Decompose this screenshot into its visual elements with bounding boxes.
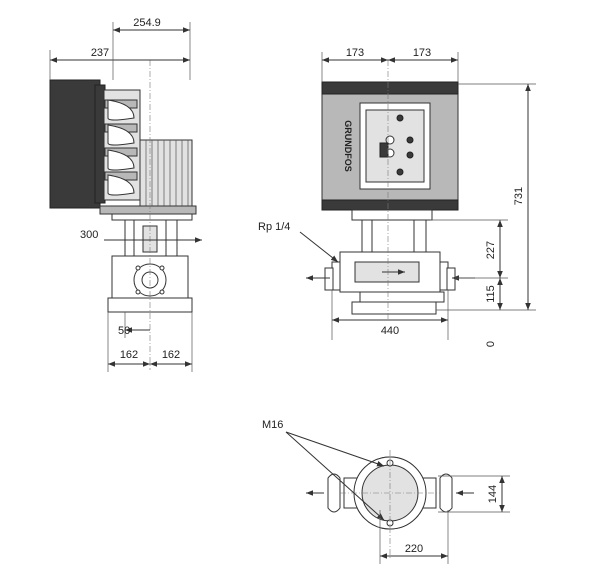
dim-foot-right: 162: [162, 349, 180, 361]
front-view: GRUNDFOS 173 173 731 227 1: [258, 47, 536, 347]
base-view: M16 144 220: [262, 419, 510, 564]
side-view: 254.9 237 300 50 162 162: [49, 17, 202, 372]
dim-bolt-spacing: 220: [405, 543, 423, 555]
brand-label: GRUNDFOS: [343, 120, 353, 172]
dim-foot-depth: 144: [487, 485, 499, 503]
dim-foot-left: 162: [120, 349, 138, 361]
dim-width-total: 254.9: [133, 17, 161, 29]
label-bolt: M16: [262, 419, 283, 431]
dim-overall-height: 731: [513, 187, 525, 205]
dim-upper-height: 227: [485, 241, 497, 259]
dim-left-half: 173: [346, 47, 364, 59]
dim-service-height: 300: [80, 229, 98, 241]
dim-port-to-port: 440: [381, 325, 399, 337]
cooling-fins: [104, 99, 138, 196]
label-connection: Rp 1/4: [258, 221, 290, 233]
dim-width-motor: 237: [91, 47, 109, 59]
motor-housing-side: [49, 79, 101, 209]
dim-zero: 0: [485, 341, 497, 347]
dim-axis-height: 115: [485, 285, 497, 303]
dim-right-half: 173: [413, 47, 431, 59]
dim-offset: 50: [118, 325, 130, 337]
